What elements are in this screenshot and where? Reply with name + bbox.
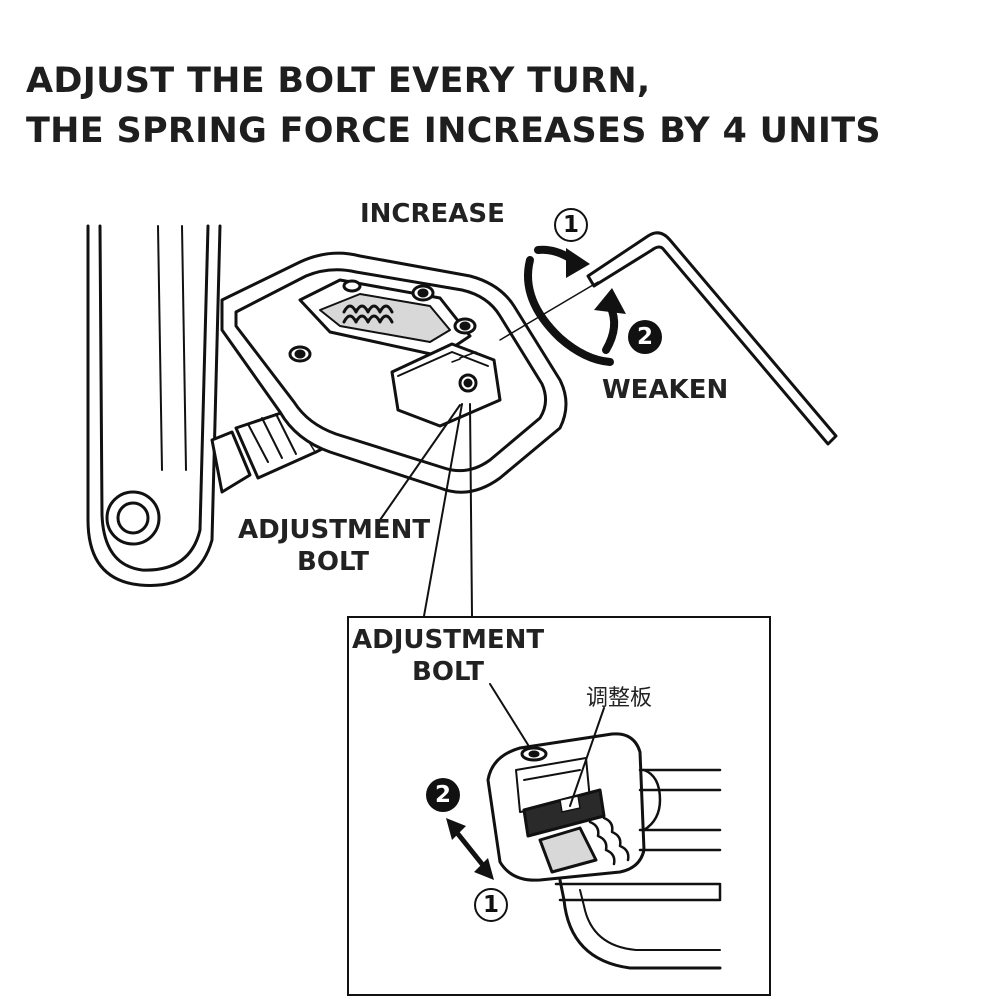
rotation-arrows <box>499 245 626 366</box>
inset-weaken-number-marker: 2 <box>426 778 460 812</box>
adjustment-bolt-label-inset-line-1: ADJUSTMENT <box>352 625 545 655</box>
hex-key <box>586 231 838 446</box>
inset-increase-number-marker: 1 <box>474 888 508 922</box>
adjustment-plate-label: 调整板 <box>586 686 653 711</box>
arrow-increase-head <box>566 248 590 278</box>
adjustment-bolt-label-main: ADJUSTMENT BOLT <box>238 514 431 578</box>
adjustment-bolt-label-main-line-1: ADJUSTMENT <box>238 515 431 545</box>
headline: ADJUST THE BOLT EVERY TURN, THE SPRING F… <box>26 56 881 156</box>
weaken-number-marker: 2 <box>628 320 662 354</box>
adjustment-bolt-label-main-line-2: BOLT <box>297 547 369 577</box>
inset-double-arrow <box>446 818 494 880</box>
inset-leader-lines <box>489 683 605 807</box>
leader-lines <box>379 403 473 617</box>
adjustment-bolt-label-inset: ADJUSTMENT BOLT <box>352 624 544 688</box>
increase-label: INCREASE <box>360 199 505 229</box>
weaken-label: WEAKEN <box>602 375 729 405</box>
pedal-body <box>220 251 568 494</box>
arrow-weaken-head <box>594 288 626 314</box>
increase-number-marker: 1 <box>554 208 588 242</box>
adjustment-bolt-label-inset-line-2: BOLT <box>412 657 484 687</box>
inset-binding-block <box>486 732 722 970</box>
crank-arm <box>86 224 222 587</box>
headline-line-2: THE SPRING FORCE INCREASES BY 4 UNITS <box>26 111 881 151</box>
headline-line-1: ADJUST THE BOLT EVERY TURN, <box>26 61 651 101</box>
